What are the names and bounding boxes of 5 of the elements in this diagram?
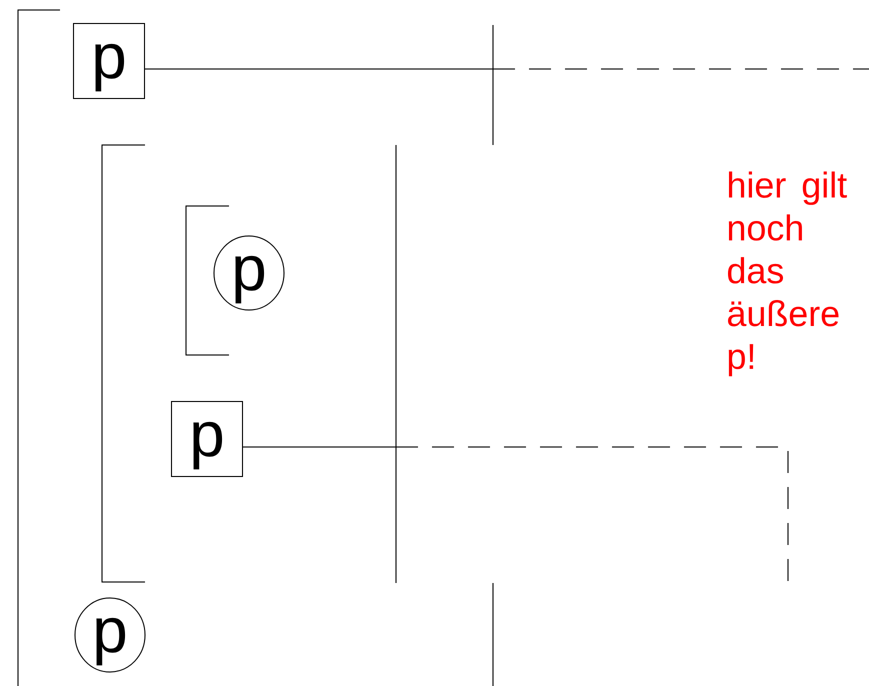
- declaration-box: p: [73, 23, 145, 99]
- note: hier gilt noch das äußere p!: [728, 172, 847, 376]
- scope-line: [144, 68, 494, 70]
- scope-line: [242, 446, 396, 448]
- declaration-box: p: [171, 401, 243, 477]
